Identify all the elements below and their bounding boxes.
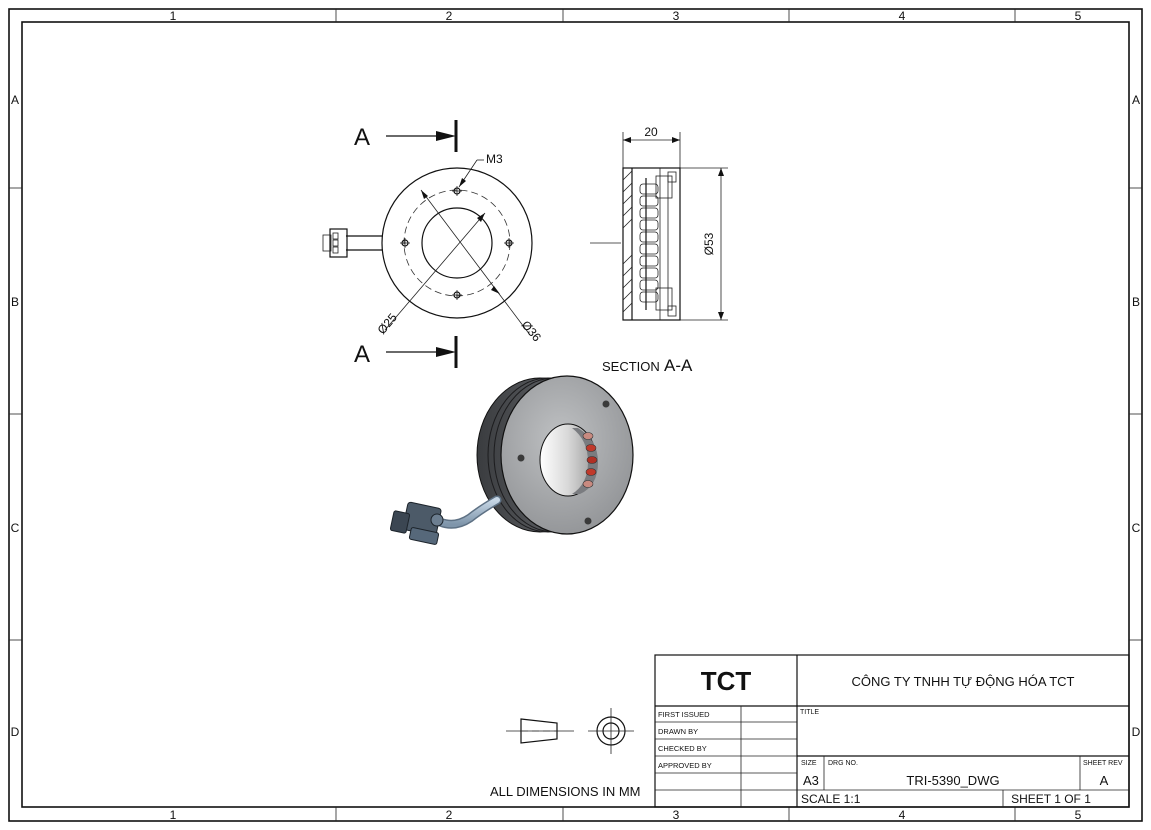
rev-label: SHEET REV — [1083, 760, 1123, 767]
sheet-border — [8, 8, 1143, 822]
title-label: TITLE — [800, 709, 819, 716]
section-windings — [639, 171, 677, 317]
row-label-right-a: A — [1132, 93, 1140, 107]
col-label-top-5: 5 — [1075, 9, 1082, 23]
section-caption-prefix: SECTION — [602, 359, 660, 374]
inner-bore — [421, 207, 493, 279]
row-label-left-c: C — [11, 521, 20, 535]
row-label-left-b: B — [11, 295, 19, 309]
drg-label: DRG NO. — [828, 760, 858, 767]
row-label-left-d: D — [11, 725, 20, 739]
front-view: A A — [322, 120, 545, 368]
size-label: SIZE — [801, 760, 817, 767]
row-checked-by: CHECKED BY — [658, 744, 707, 753]
thread-callout: M3 — [486, 152, 503, 166]
col-label-bottom-5: 5 — [1075, 808, 1082, 822]
iso-connector — [389, 501, 444, 545]
section-letter-bottom: A — [354, 341, 370, 368]
row-label-right-c: C — [1132, 521, 1141, 535]
col-label-bottom-4: 4 — [899, 808, 906, 822]
section-arrow-top — [436, 131, 456, 141]
projection-symbol — [506, 708, 634, 754]
section-body — [622, 167, 681, 321]
isometric-view — [389, 375, 634, 545]
connector-housing — [329, 228, 348, 258]
scale-text: SCALE 1:1 — [801, 792, 861, 806]
units-note: ALL DIMENSIONS IN MM — [490, 784, 640, 799]
section-caption-name: A-A — [664, 356, 693, 375]
row-label-right-b: B — [1132, 295, 1140, 309]
section-arrow-bottom — [436, 347, 456, 357]
outer-ring — [381, 167, 533, 319]
section-letter-top: A — [354, 124, 370, 151]
row-first-issued: FIRST ISSUED — [658, 710, 710, 719]
bolt-circle — [403, 189, 511, 297]
col-label-bottom-3: 3 — [673, 808, 680, 822]
sheet-number: SHEET 1 OF 1 — [1011, 792, 1091, 806]
dia-outer-label: Ø36 — [519, 318, 545, 345]
company-logo: TCT — [701, 666, 752, 696]
mounting-holes — [400, 186, 514, 300]
section-view: 20 Ø53 — [590, 125, 728, 375]
company-name: CÔNG TY TNHH TỰ ĐỘNG HÓA TCT — [852, 674, 1075, 689]
col-label-bottom-1: 1 — [170, 808, 177, 822]
width-dimension: 20 — [644, 125, 658, 139]
drg-number: TRI-5390_DWG — [906, 773, 999, 788]
rev-value: A — [1100, 773, 1109, 788]
inner-border — [21, 21, 1130, 808]
title-block: TCT CÔNG TY TNHH TỰ ĐỘNG HÓA TCT TITLE F… — [654, 654, 1130, 808]
row-approved-by: APPROVED BY — [658, 761, 712, 770]
outer-border — [8, 8, 1143, 822]
col-label-top-1: 1 — [170, 9, 177, 23]
iso-windings — [582, 432, 598, 488]
col-label-top-3: 3 — [673, 9, 680, 23]
row-label-right-d: D — [1132, 725, 1141, 739]
height-dimension: Ø53 — [702, 232, 716, 255]
col-label-top-2: 2 — [446, 9, 453, 23]
zone-labels: 1 2 3 4 5 1 2 3 4 5 A B C D A B C D — [11, 9, 1141, 822]
size-value: A3 — [803, 773, 819, 788]
col-label-bottom-2: 2 — [446, 808, 453, 822]
dia-inner-label: Ø25 — [375, 310, 401, 337]
row-label-left-a: A — [11, 93, 19, 107]
col-label-top-4: 4 — [899, 9, 906, 23]
section-hatch — [622, 170, 633, 313]
row-drawn-by: DRAWN BY — [658, 727, 698, 736]
